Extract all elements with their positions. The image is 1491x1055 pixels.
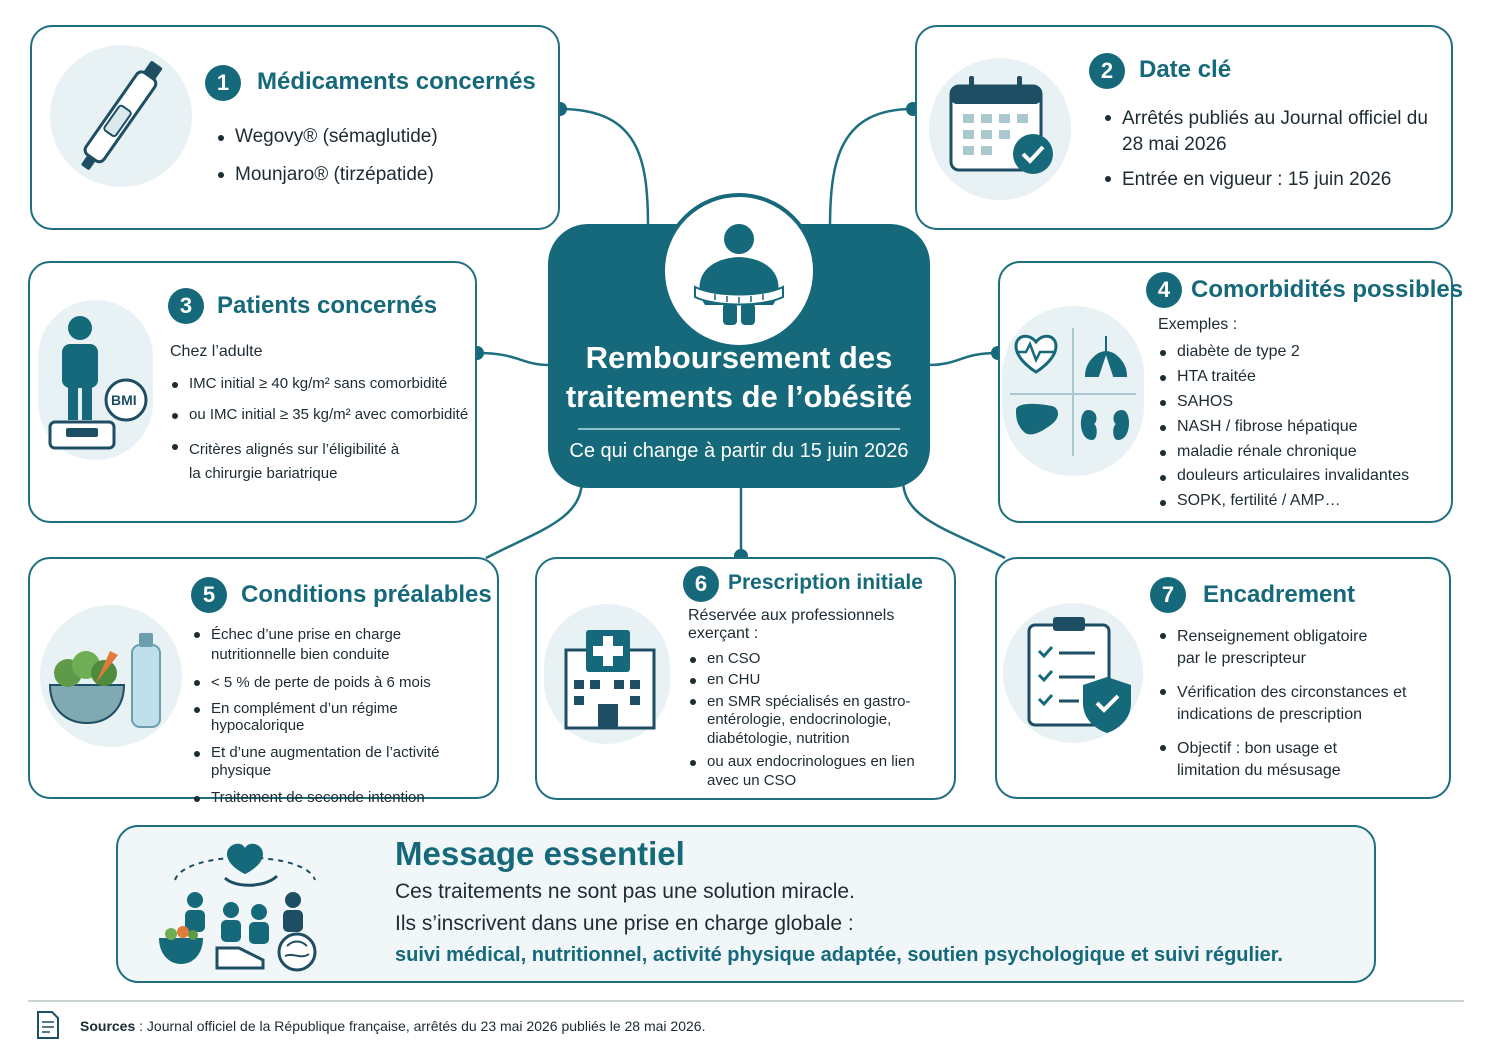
section-title: Patients concernés (217, 292, 438, 319)
list-item: Wegovy® (sémaglutide) (216, 126, 438, 148)
divider (578, 428, 900, 430)
section-title: Date clé (1139, 56, 1232, 83)
link-s5 (485, 481, 584, 560)
list-item: Mounjaro® (tirzépatide) (216, 164, 438, 186)
comorbidites-list: diabète de type 2 HTA traitée SAHOS NASH… (1158, 343, 1438, 511)
section-title: Prescription initiale (728, 571, 923, 594)
link-s2 (828, 107, 914, 229)
link-s4 (927, 351, 999, 367)
list-item: douleurs articulaires invalidantes (1158, 467, 1438, 485)
obesity-waist-icon (661, 193, 817, 349)
vegetables-water-icon (40, 605, 182, 747)
section-number: 4 (1146, 272, 1182, 308)
message-line-1: Ces traitements ne sont pas une solution… (395, 880, 855, 903)
list-item: Échec d’une prise en charge nutritionnel… (192, 625, 412, 666)
list-item: en SMR spécialisés en gastro-entérologie… (688, 693, 950, 749)
sources-text: : Journal officiel de la République fran… (135, 1018, 706, 1034)
holistic-care-icon (155, 830, 335, 980)
message-line-3: suivi médical, nutritionnel, activité ph… (395, 944, 1283, 966)
list-item: diabète de type 2 (1158, 343, 1438, 361)
comorbidites-intro: Exemples : (1158, 316, 1238, 333)
sources-note: Sources : Journal officiel de la Républi… (80, 1018, 705, 1034)
prescription-list: en CSO en CHU en SMR spécialisés en gast… (688, 650, 950, 790)
list-item: IMC initial ≥ 40 kg/m² sans comorbidité (170, 375, 470, 392)
footer-divider (28, 1000, 1464, 1002)
list-item: Critères alignés sur l’éligibilité à la … (170, 438, 410, 486)
list-item: Entrée en vigueur : 15 juin 2026 (1103, 167, 1433, 193)
sources-label: Sources (80, 1018, 136, 1034)
message-title: Message essentiel (395, 835, 685, 872)
list-item: NASH / fibrose hépatique (1158, 418, 1438, 436)
section-number: 1 (205, 65, 241, 101)
list-item: ou aux endocrinologues en lien avec un C… (688, 753, 923, 791)
bmi-label: BMI (111, 392, 137, 408)
section-title: Médicaments concernés (257, 68, 536, 95)
page-subtitle: Ce qui change à partir du 15 juin 2026 (569, 440, 909, 462)
list-item: Vérification des circonstances et indica… (1158, 682, 1408, 727)
section-number: 7 (1150, 577, 1186, 613)
date-list: Arrêtés publiés au Journal officiel du 2… (1103, 106, 1433, 193)
message-line-2: Ils s’inscrivent dans une prise en charg… (395, 912, 854, 935)
section-number: 2 (1089, 53, 1125, 89)
list-item: Traitement de seconde intention (192, 789, 492, 806)
list-item: HTA traitée (1158, 368, 1438, 386)
hospital-icon (544, 604, 670, 744)
medication-list: Wegovy® (sémaglutide) Mounjaro® (tirzépa… (216, 126, 438, 186)
list-item: Et d’une augmentation de l’activité phys… (192, 744, 492, 779)
list-item: en CHU (688, 671, 950, 688)
list-item: < 5 % de perte de poids à 6 mois (192, 674, 492, 691)
calendar-check-icon (929, 58, 1071, 200)
link-s7 (901, 481, 1006, 560)
link-s1 (559, 107, 650, 229)
list-item: Renseignement obligatoire par le prescri… (1158, 626, 1388, 671)
encadrement-list: Renseignement obligatoire par le prescri… (1158, 626, 1418, 782)
patients-list: IMC initial ≥ 40 kg/m² sans comorbidité … (170, 375, 470, 486)
section-title: Conditions préalables (241, 581, 492, 608)
list-item: en CSO (688, 650, 950, 667)
section-message-essentiel (116, 825, 1376, 983)
link-s3 (476, 351, 551, 367)
list-item: ou IMC initial ≥ 35 kg/m² avec comorbidi… (170, 406, 470, 423)
section-number: 3 (168, 288, 204, 324)
conditions-list: Échec d’une prise en charge nutritionnel… (192, 625, 492, 806)
section-title: Encadrement (1203, 581, 1356, 608)
person-scale-icon: BMI (38, 300, 153, 460)
section-title: Comorbidités possibles (1191, 276, 1464, 303)
organs-icon (1002, 306, 1144, 476)
list-item: maladie rénale chronique (1158, 443, 1438, 461)
page-title: Remboursement des traitements de l’obési… (565, 340, 913, 415)
list-item: En complément d’un régime hypocalorique (192, 700, 492, 735)
prescription-intro: Réservée aux professionnels exerçant : (688, 607, 895, 643)
list-item: SAHOS (1158, 393, 1438, 411)
document-icon (36, 1010, 60, 1045)
list-item: SOPK, fertilité / AMP… (1158, 492, 1438, 510)
pen-icon (50, 45, 192, 187)
checklist-shield-icon (1003, 603, 1143, 743)
list-item: Arrêtés publiés au Journal officiel du 2… (1103, 106, 1433, 157)
patients-intro: Chez l’adulte (170, 343, 263, 360)
section-number: 6 (683, 566, 719, 602)
section-number: 5 (191, 577, 227, 613)
list-item: Objectif : bon usage et limitation du mé… (1158, 738, 1368, 783)
